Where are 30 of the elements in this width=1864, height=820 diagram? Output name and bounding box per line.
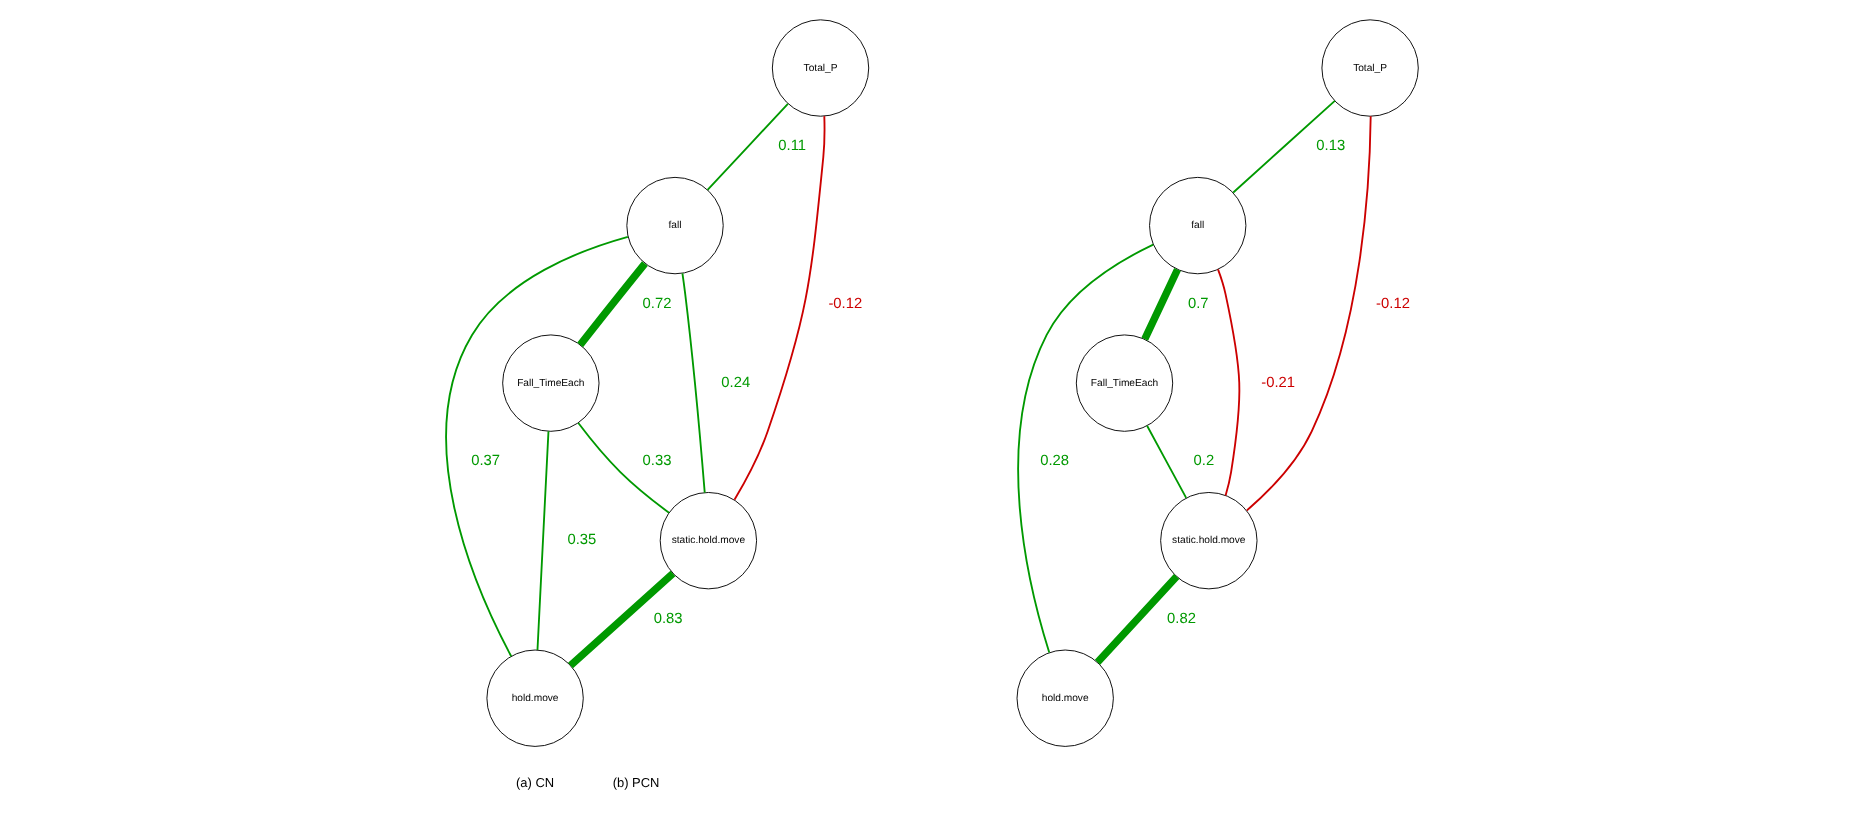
edge-label: 0.13 <box>1316 136 1346 155</box>
connector <box>577 261 648 348</box>
edge-label: -0.12 <box>1376 293 1410 312</box>
connector <box>1146 424 1188 499</box>
edge-label: 0.28 <box>1040 451 1070 470</box>
connector <box>733 115 826 501</box>
edge-label: 0.11 <box>778 136 807 155</box>
connector <box>1245 115 1372 512</box>
connector <box>681 272 706 494</box>
edge-label: -0.12 <box>828 293 863 312</box>
edge-label: -0.21 <box>1261 372 1295 391</box>
connector <box>1094 574 1180 665</box>
edge-label: 0.33 <box>642 451 672 470</box>
edge-label: 0.2 <box>1193 451 1215 470</box>
edge-label: 0.35 <box>567 530 597 549</box>
connector <box>445 235 629 658</box>
connector <box>1232 99 1336 194</box>
edge-label: 0.83 <box>653 608 683 627</box>
connector <box>1017 243 1155 654</box>
connector <box>577 422 670 514</box>
connector <box>568 570 676 669</box>
connector <box>536 430 550 651</box>
connector <box>1217 268 1241 497</box>
edge-label: 0.37 <box>471 451 500 470</box>
edge-label: 0.7 <box>1187 293 1209 312</box>
edge-label: 0.24 <box>721 372 751 391</box>
edge-label: 0.82 <box>1167 608 1196 627</box>
connector <box>706 102 789 191</box>
edge-label: 0.72 <box>642 293 672 312</box>
connector <box>1141 267 1181 341</box>
